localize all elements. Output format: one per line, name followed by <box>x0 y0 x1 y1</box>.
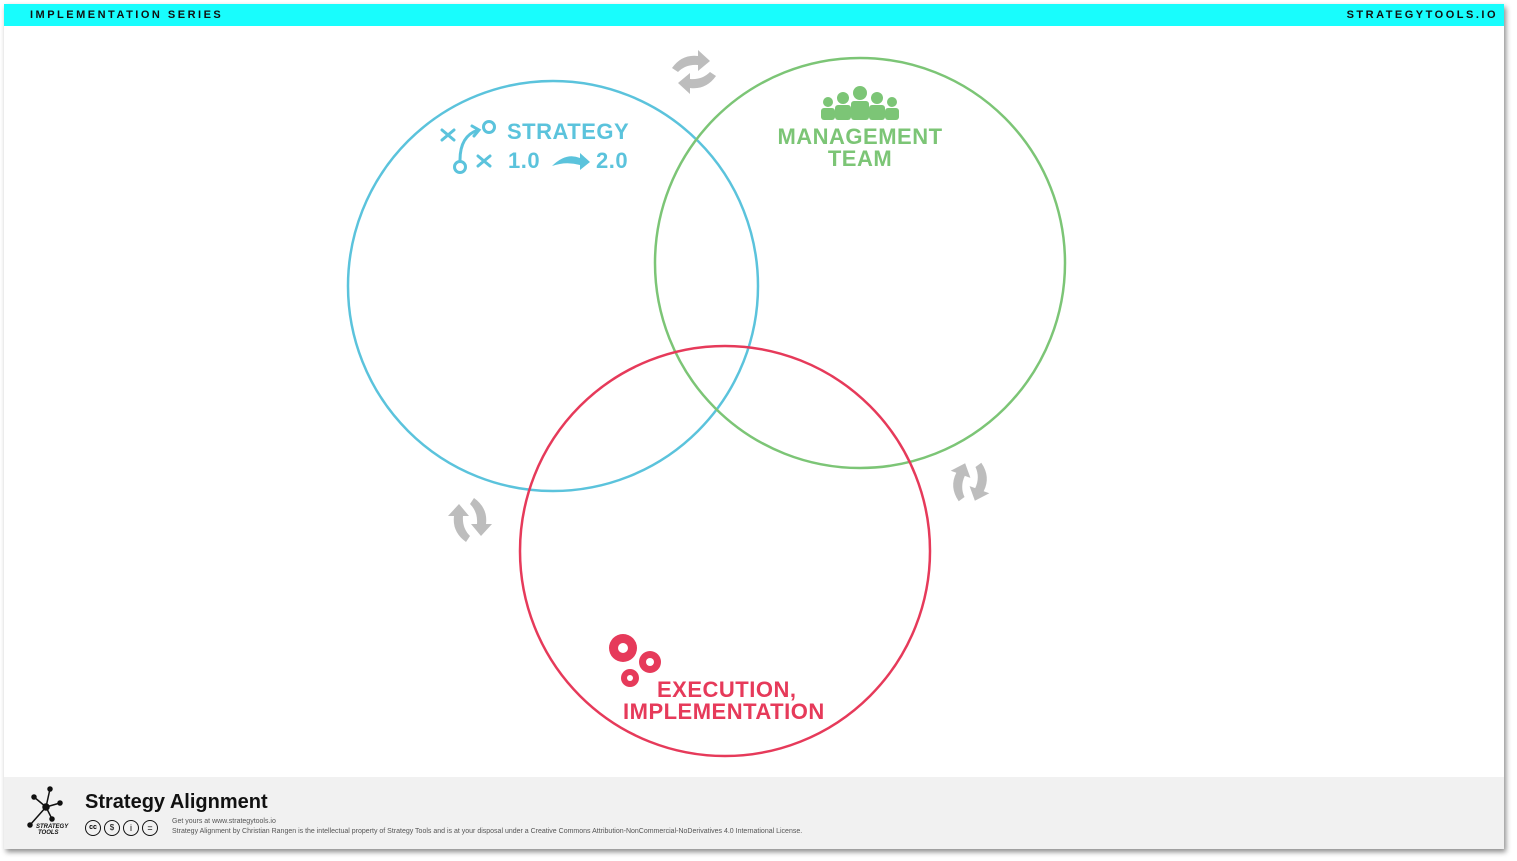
strategy-label: STRATEGY <box>507 119 630 144</box>
gears-icon <box>609 634 661 687</box>
attribution-icon: i <box>123 820 139 836</box>
series-label: IMPLEMENTATION SERIES <box>30 9 224 21</box>
svg-text:STRATEGY: STRATEGY <box>36 824 69 830</box>
license-text: Strategy Alignment by Christian Rangen i… <box>172 828 803 835</box>
strategy-version-from: 1.0 <box>508 148 541 173</box>
execution-label-line2: IMPLEMENTATION <box>623 699 825 724</box>
strategy-arrow-icon <box>552 153 590 170</box>
team-people-icon <box>821 86 899 120</box>
management-label: MANAGEMENT TEAM <box>760 126 960 170</box>
management-circle <box>653 56 1067 470</box>
cc-icon: cc <box>85 820 101 836</box>
footer: STRATEGY TOOLS Strategy Alignment cc $ i… <box>4 777 1504 849</box>
management-line1: MANAGEMENT <box>777 124 943 149</box>
noderivatives-icon: = <box>142 820 158 836</box>
cc-license-icons[interactable]: cc $ i = <box>85 820 158 836</box>
cycle-arrows-icon-left <box>448 498 492 542</box>
canvas-page: IMPLEMENTATION SERIES STRATEGYTOOLS.IO S… <box>4 4 1504 849</box>
get-yours-link[interactable]: Get yours at www.strategytools.io <box>172 818 276 825</box>
svg-text:TOOLS: TOOLS <box>38 830 59 836</box>
management-line2: TEAM <box>827 146 893 171</box>
tool-title: Strategy Alignment <box>85 791 268 813</box>
strategy-circle <box>346 79 760 493</box>
cycle-arrows-icon-top <box>672 50 716 94</box>
execution-circle <box>518 344 932 758</box>
execution-label-line1: EXECUTION, <box>657 677 797 702</box>
strategy-tools-logo: STRATEGY TOOLS <box>27 786 69 836</box>
site-link[interactable]: STRATEGYTOOLS.IO <box>1346 9 1498 21</box>
cycle-arrows-icon-right <box>950 462 990 502</box>
venn-diagram <box>346 50 1067 758</box>
noncommercial-icon: $ <box>104 820 120 836</box>
strategy-version-to: 2.0 <box>596 148 629 173</box>
strategy-play-icon <box>440 120 496 174</box>
header-bar: IMPLEMENTATION SERIES STRATEGYTOOLS.IO <box>4 4 1504 26</box>
